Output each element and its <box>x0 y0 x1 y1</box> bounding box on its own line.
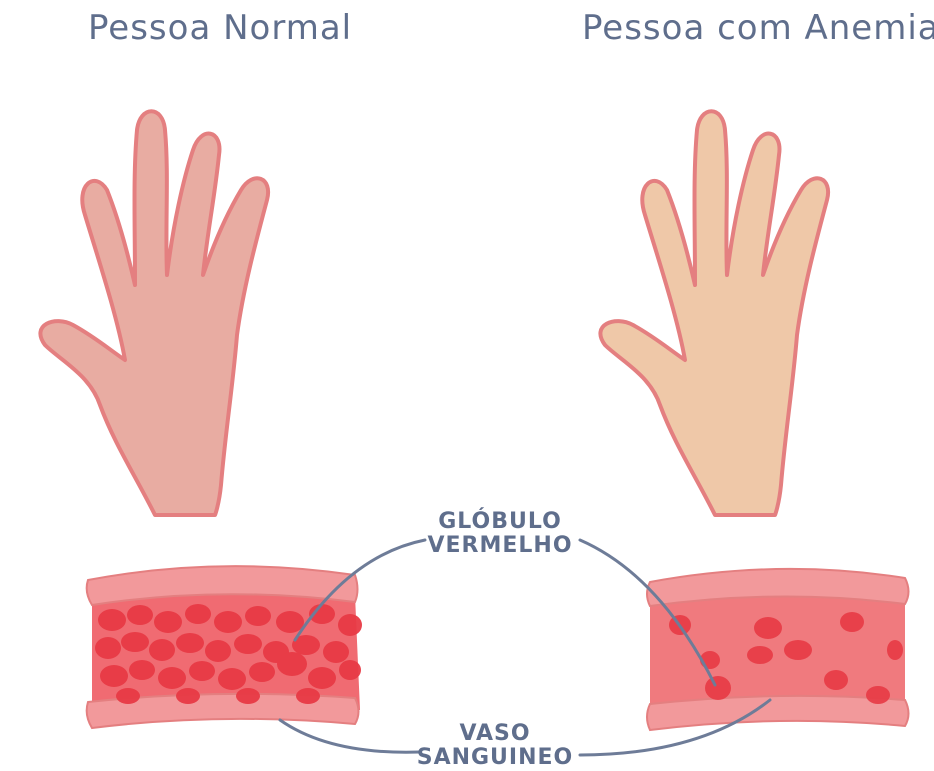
hand-normal <box>40 111 268 515</box>
label-blood-vessel: VASO SANGUINEO <box>410 722 580 770</box>
hand-anemia <box>600 111 828 515</box>
label-red-blood-cell: GLÓBULO VERMELHO <box>420 510 580 558</box>
label-vaso-line1: VASO <box>410 722 580 746</box>
label-globulo-line2: VERMELHO <box>420 534 580 558</box>
label-globulo-line1: GLÓBULO <box>420 510 580 534</box>
vessel-anemia <box>647 569 909 730</box>
label-vaso-line2: SANGUINEO <box>410 746 580 770</box>
pointer-vaso-left <box>280 720 420 752</box>
vessel-normal <box>87 566 362 728</box>
